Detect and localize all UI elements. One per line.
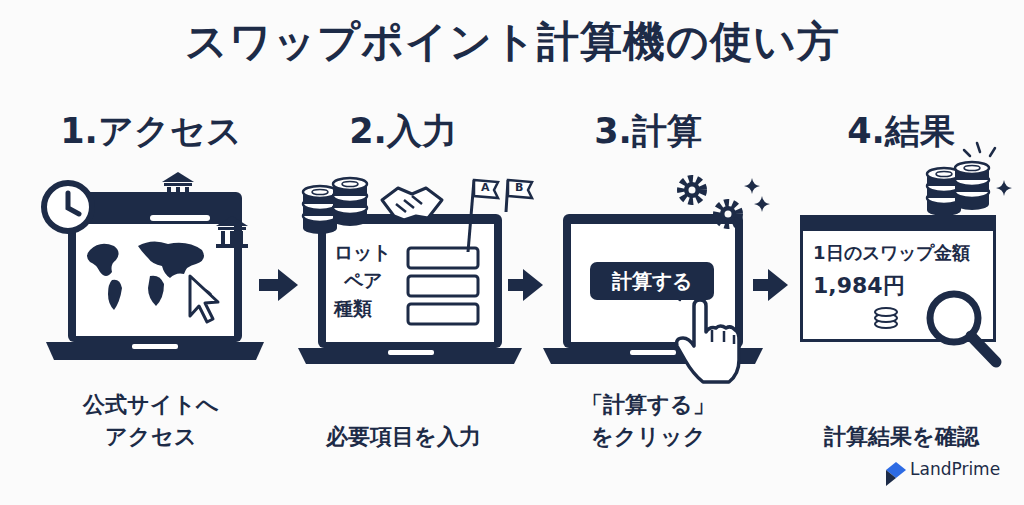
step-group: 4.結果計算結果を確認 1日のスワップ金額 1,984円	[790, 108, 1012, 453]
step-caption: 公式サイトへ アクセス	[67, 389, 234, 453]
step-heading: 1.アクセス	[60, 108, 242, 155]
step-heading: 4.結果	[847, 108, 955, 155]
step-heading: 2.入力	[349, 108, 457, 155]
field-label: ペア	[344, 268, 382, 294]
result-window: 1日のスワップ金額 1,984円	[800, 215, 996, 342]
step-caption: 計算結果を確認	[817, 421, 984, 453]
field-label: 種類	[334, 296, 372, 322]
button-label: 計算する	[612, 268, 692, 295]
flag-letter: B	[515, 181, 523, 194]
result-label: 1日のスワップ金額	[813, 241, 985, 265]
step-heading: 3.計算	[594, 108, 702, 155]
step-arrow	[753, 269, 788, 301]
step-group: 2.入力必要項目を入力	[300, 108, 506, 453]
step-group: 3.計算「計算する」 をクリック 計算する	[545, 108, 751, 453]
flag-letter: A	[481, 181, 490, 194]
step-group: 1.アクセス公式サイトへ アクセス	[45, 108, 257, 453]
diagram-title: スワップポイント計算機の使い方	[0, 14, 1024, 70]
calc-button: 計算する	[590, 262, 714, 300]
step-arrow	[508, 269, 543, 301]
result-amount: 1,984円	[813, 271, 985, 301]
brand-logo: LandPrime	[910, 459, 1000, 479]
step-caption: 「計算する」 をクリック	[564, 389, 731, 453]
field-label: ロット	[334, 240, 391, 266]
step-caption: 必要項目を入力	[319, 421, 486, 453]
step-arrow	[259, 269, 298, 301]
